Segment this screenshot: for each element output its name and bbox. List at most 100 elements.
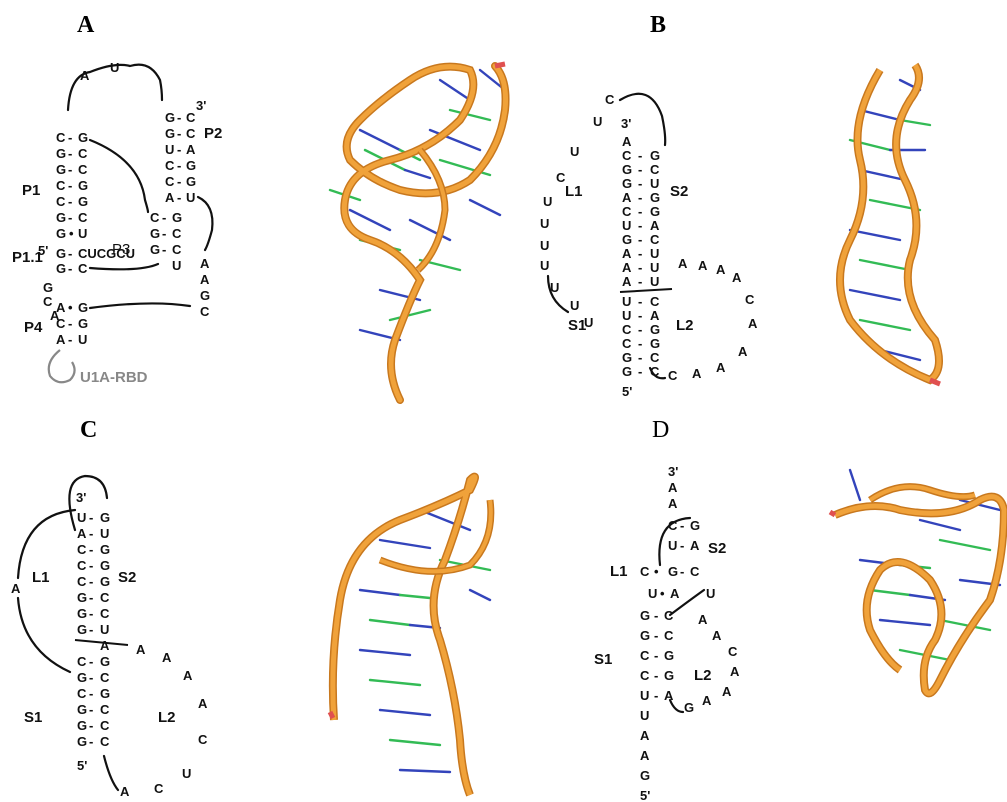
svg-text:G: G [650, 336, 660, 351]
svg-text:A: A [136, 642, 146, 657]
svg-text:C: C [165, 174, 175, 189]
svg-text:G: G [650, 204, 660, 219]
svg-text:G: G [100, 686, 110, 701]
svg-text:U: U [540, 238, 549, 253]
svg-text:CUCGCU: CUCGCU [78, 246, 135, 261]
p2-stem: G-C G-C U-A C-G C-G A-U [165, 110, 196, 205]
svg-text:A: A [678, 256, 688, 271]
svg-text:G: G [77, 702, 87, 717]
svg-text:A: A [622, 274, 632, 289]
svg-text:-: - [638, 364, 642, 379]
label-s1-d: S1 [594, 651, 612, 668]
label-p2: P2 [204, 125, 222, 142]
svg-text:C: C [640, 564, 650, 579]
svg-text:-: - [68, 194, 72, 209]
svg-text:U: U [540, 258, 549, 273]
svg-text:C: C [605, 92, 615, 107]
svg-text:U: U [622, 218, 631, 233]
svg-text:U: U [110, 60, 119, 75]
svg-text:C: C [650, 162, 660, 177]
label-5prime-c: 5' [77, 758, 87, 773]
s1-stem-d: G-C G-C C-G C-G U-A U A A G [640, 608, 674, 783]
svg-text:C: C [100, 590, 110, 605]
svg-text:-: - [638, 260, 642, 275]
svg-text:G: G [77, 734, 87, 749]
svg-text:A: A [622, 246, 632, 261]
svg-text:C: C [728, 644, 738, 659]
svg-text:-: - [162, 242, 166, 257]
svg-text:U: U [570, 298, 579, 313]
svg-text:C: C [78, 261, 88, 276]
svg-text:A: A [716, 262, 726, 277]
svg-text:-: - [177, 158, 181, 173]
panel-b-ribbon-model [840, 65, 940, 384]
svg-text:G: G [100, 510, 110, 525]
label-p1: P1 [22, 182, 40, 199]
svg-text:A: A [698, 258, 708, 273]
svg-text:U: U [186, 190, 195, 205]
svg-text:-: - [680, 538, 684, 553]
svg-text:A: A [748, 316, 758, 331]
svg-text:C: C [56, 316, 66, 331]
svg-text:-: - [638, 176, 642, 191]
svg-text:U: U [593, 114, 602, 129]
svg-text:G: G [56, 210, 66, 225]
svg-text:C: C [56, 194, 66, 209]
svg-text:G: G [622, 350, 632, 365]
svg-text:-: - [89, 526, 93, 541]
svg-text:U: U [570, 144, 579, 159]
svg-text:G: G [684, 700, 694, 715]
svg-text:U: U [100, 622, 109, 637]
svg-text:A: A [692, 366, 702, 381]
svg-text:-: - [638, 190, 642, 205]
svg-text:C: C [100, 734, 110, 749]
svg-text:-: - [89, 622, 93, 637]
svg-text:-: - [638, 232, 642, 247]
svg-text:U: U [668, 538, 677, 553]
svg-text:C: C [43, 294, 53, 309]
label-l1-c: L1 [32, 569, 50, 586]
svg-text:-: - [638, 350, 642, 365]
label-5prime-d: 5' [640, 788, 650, 802]
svg-text:G: G [43, 280, 53, 295]
svg-text:-: - [177, 142, 181, 157]
svg-text:C: C [77, 686, 87, 701]
svg-text:C: C [186, 110, 196, 125]
svg-text:C: C [622, 204, 632, 219]
svg-text:-: - [654, 608, 658, 623]
svg-text:C: C [690, 564, 700, 579]
svg-text:-: - [68, 316, 72, 331]
label-p4: P4 [24, 319, 43, 336]
svg-text:C: C [56, 178, 66, 193]
svg-text:G: G [78, 178, 88, 193]
svg-text:U: U [172, 258, 181, 273]
svg-text:U: U [640, 708, 649, 723]
svg-text:G: G [56, 261, 66, 276]
svg-text:C: C [668, 368, 678, 383]
svg-text:-: - [654, 668, 658, 683]
svg-text:C: C [668, 518, 678, 533]
svg-text:-: - [638, 162, 642, 177]
svg-text:C: C [650, 232, 660, 247]
svg-text:-: - [68, 130, 72, 145]
label-l2-c: L2 [158, 709, 176, 726]
svg-text:-: - [68, 162, 72, 177]
svg-text:C: C [198, 732, 208, 747]
svg-text:-: - [89, 686, 93, 701]
svg-text:U: U [622, 308, 631, 323]
svg-text:A: A [730, 664, 740, 679]
svg-text:U: U [650, 274, 659, 289]
svg-text:-: - [89, 702, 93, 717]
svg-text:-: - [177, 174, 181, 189]
svg-text:C: C [622, 148, 632, 163]
svg-text:C: C [100, 606, 110, 621]
svg-text:G: G [56, 226, 66, 241]
svg-text:G: G [650, 322, 660, 337]
svg-text:C: C [186, 126, 196, 141]
svg-text:C: C [78, 146, 88, 161]
svg-text:G: G [640, 768, 650, 783]
svg-text:-: - [162, 226, 166, 241]
svg-text:U: U [78, 226, 87, 241]
panel-c-secondary-structure: A 3' U-G A-U C-G C-G C-G G-C G-C G-U L1 … [11, 476, 208, 799]
